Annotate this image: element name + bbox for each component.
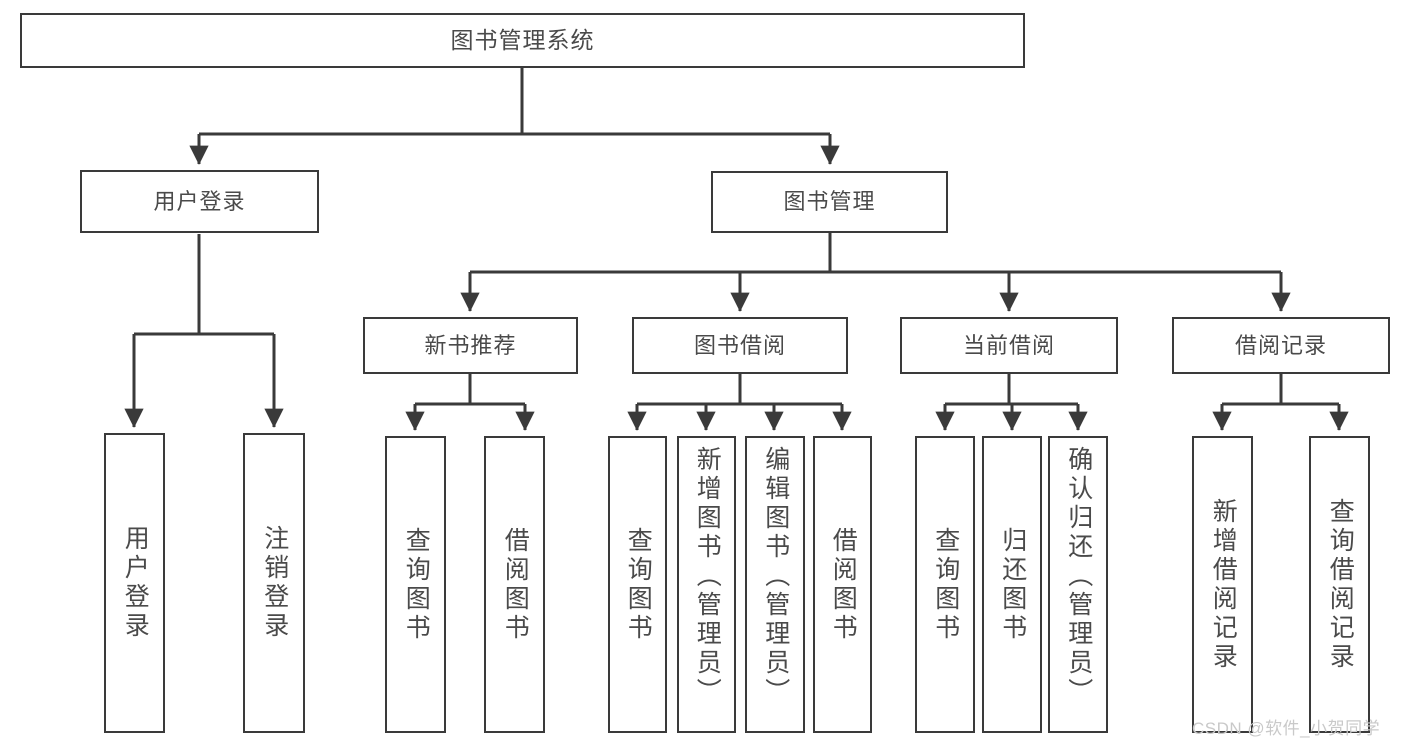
leaf-return-book[interactable]: 归还图书 [982,436,1042,733]
csdn-watermark: CSDN @软件_小贺同学 [1192,719,1381,738]
leaf-add-book-label: 新增图书（管理员） [693,446,722,707]
leaf-query-record[interactable]: 查询借阅记录 [1309,436,1370,733]
leaf-borrow-book-1[interactable]: 借阅图书 [484,436,545,733]
leaf-user-login-label: 用户登录 [121,525,150,641]
node-current-borrow-label: 当前借阅 [962,332,1055,358]
leaf-confirm-return[interactable]: 确认归还（管理员） [1048,436,1108,733]
leaf-confirm-return-label: 确认归还（管理员） [1064,446,1093,707]
leaf-borrow-book-1-label: 借阅图书 [501,526,530,643]
node-borrow-record[interactable]: 借阅记录 [1172,317,1390,374]
leaf-user-logout-label: 注销登录 [260,525,289,641]
node-user-login-label: 用户登录 [153,188,246,214]
node-book-management-label: 图书管理 [783,189,876,215]
leaf-query-book-1-label: 查询图书 [402,526,431,643]
leaf-query-book-1[interactable]: 查询图书 [385,436,446,733]
node-current-borrow[interactable]: 当前借阅 [900,317,1118,374]
leaf-query-book-2-label: 查询图书 [624,526,653,643]
leaf-edit-book-label: 编辑图书（管理员） [761,446,790,707]
leaf-query-book-2[interactable]: 查询图书 [608,436,667,733]
leaf-query-book-3-label: 查询图书 [931,526,960,643]
leaf-borrow-book-2-label: 借阅图书 [829,526,858,643]
leaf-add-record-label: 新增借阅记录 [1209,497,1238,672]
node-borrow-record-label: 借阅记录 [1234,332,1327,358]
node-new-book-recommend[interactable]: 新书推荐 [363,317,578,374]
leaf-query-book-3[interactable]: 查询图书 [915,436,975,733]
node-root-label: 图书管理系统 [450,26,595,53]
leaf-query-record-label: 查询借阅记录 [1326,497,1355,672]
node-new-book-recommend-label: 新书推荐 [424,332,517,358]
leaf-user-logout[interactable]: 注销登录 [243,433,305,733]
node-user-login[interactable]: 用户登录 [80,170,319,233]
leaf-edit-book[interactable]: 编辑图书（管理员） [745,436,805,733]
leaf-borrow-book-2[interactable]: 借阅图书 [813,436,872,733]
leaf-add-book[interactable]: 新增图书（管理员） [677,436,736,733]
node-book-borrow[interactable]: 图书借阅 [632,317,848,374]
node-root[interactable]: 图书管理系统 [20,13,1025,68]
leaf-return-book-label: 归还图书 [998,526,1027,643]
leaf-user-login[interactable]: 用户登录 [104,433,165,733]
node-book-management[interactable]: 图书管理 [711,171,948,233]
node-book-borrow-label: 图书借阅 [693,332,786,358]
leaf-add-record[interactable]: 新增借阅记录 [1192,436,1253,733]
